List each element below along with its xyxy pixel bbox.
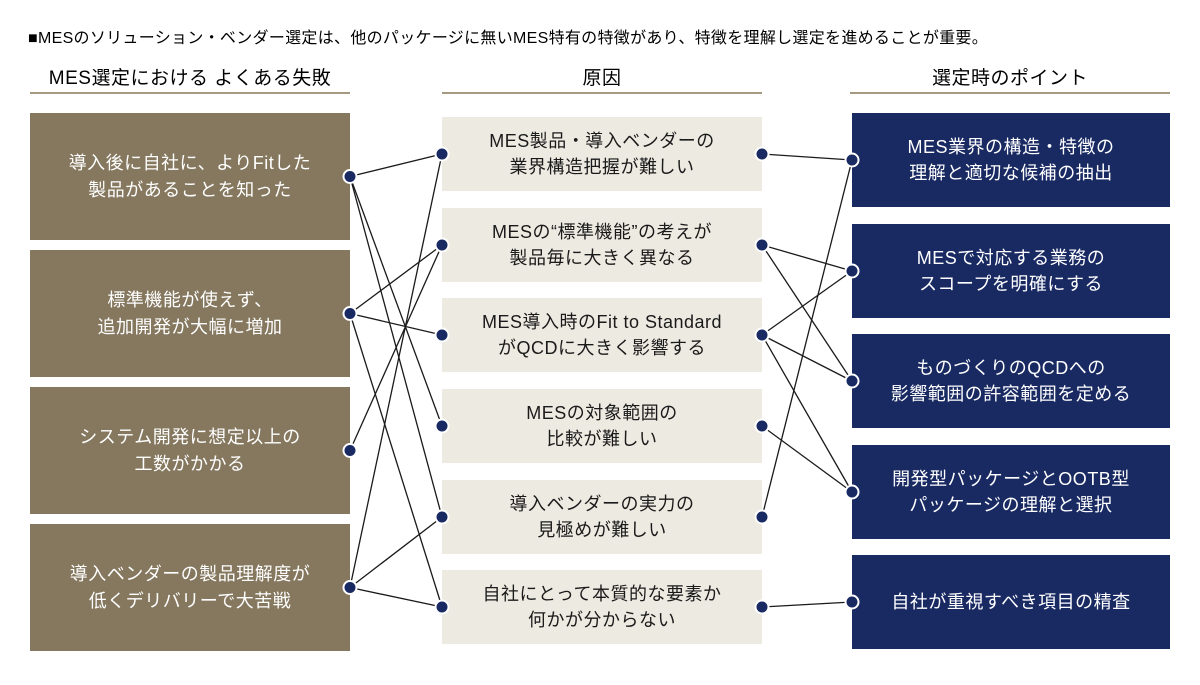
failure-cause-line-6 xyxy=(349,313,443,608)
cause-point-line-3 xyxy=(761,244,853,382)
causes-column-title: 原因 xyxy=(442,60,762,94)
failure-cause-line-8 xyxy=(349,153,443,588)
cause-point-line-4 xyxy=(761,270,853,336)
cause-box-1: MES製品・導入ベンダーの 業界構造把握が難しい xyxy=(442,117,762,191)
failure-box-1: 導入後に自社に、よりFitした 製品があることを知った xyxy=(30,113,350,240)
cause-box-3: MES導入時のFit to Standard がQCDに大きく影響する xyxy=(442,298,762,372)
cause-point-line-2 xyxy=(761,244,853,272)
failure-cause-line-5 xyxy=(349,312,443,336)
failure-cause-line-10 xyxy=(349,586,443,608)
failure-box-2: 標準機能が使えず、 追加開発が大幅に増加 xyxy=(30,250,350,377)
points-title-label: 選定時のポイント xyxy=(931,67,1088,89)
cause-box-5: 導入ベンダーの実力の 見極めが難しい xyxy=(442,480,762,554)
points-column-title: 選定時のポイント xyxy=(850,60,1170,94)
point-box-3: ものづくりのQCDへの 影響範囲の許容範囲を定める xyxy=(852,334,1170,428)
cause-box-2: MESの“標準機能”の考えが 製品毎に大きく異なる xyxy=(442,208,762,282)
cause-point-line-9 xyxy=(761,601,853,608)
failure-cause-line-3 xyxy=(349,176,443,518)
cause-box-4: MESの対象範囲の 比較が難しい xyxy=(442,389,762,463)
point-box-2: MESで対応する業務の スコープを明確にする xyxy=(852,224,1170,318)
failure-cause-line-7 xyxy=(349,244,443,451)
failure-cause-line-9 xyxy=(349,516,443,589)
point-box-1: MES業界の構造・特徴の 理解と適切な候補の抽出 xyxy=(852,113,1170,207)
cause-point-line-5 xyxy=(761,334,853,382)
cause-point-line-1 xyxy=(761,153,853,161)
intro-text: ■MESのソリューション・ベンダー選定は、他のパッケージに無いMES特有の特徴が… xyxy=(28,30,989,47)
failure-cause-line-1 xyxy=(349,153,443,178)
failure-box-3: システム開発に想定以上の 工数がかかる xyxy=(30,387,350,514)
failures-column-title: MES選定における よくある失敗 xyxy=(30,60,350,94)
cause-box-6: 自社にとって本質的な要素か 何かが分からない xyxy=(442,570,762,644)
cause-point-line-6 xyxy=(761,334,853,493)
failures-title-label: MES選定における よくある失敗 xyxy=(48,67,332,89)
causes-title-label: 原因 xyxy=(582,67,622,89)
cause-point-line-7 xyxy=(761,425,853,493)
point-box-4: 開発型パッケージとOOTB型 パッケージの理解と選択 xyxy=(852,445,1170,539)
point-box-5: 自社が重視すべき項目の精査 xyxy=(852,555,1170,649)
failure-cause-line-4 xyxy=(349,244,443,315)
failure-cause-line-2 xyxy=(349,176,443,427)
cause-point-line-8 xyxy=(761,159,853,518)
failure-box-4: 導入ベンダーの製品理解度が 低くデリバリーで大苦戦 xyxy=(30,524,350,651)
